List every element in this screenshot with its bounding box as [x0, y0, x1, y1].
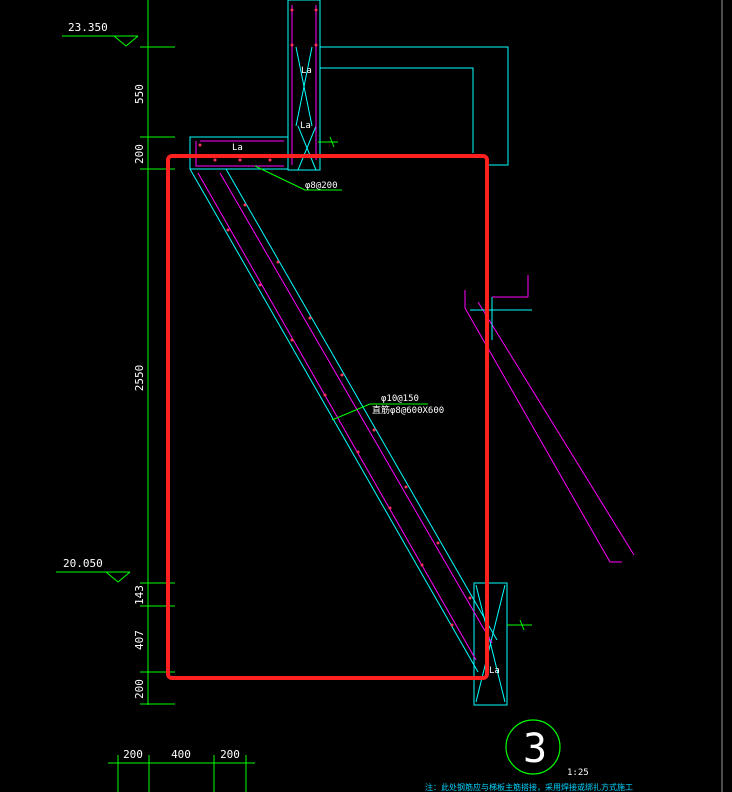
bottom-post-outline: [473, 582, 508, 706]
callout-column-marks: [318, 136, 532, 631]
stair-slab-rebar: [195, 5, 493, 661]
section-scale: 1:25: [567, 768, 589, 778]
background-stair-cyan: [470, 297, 532, 340]
callout-slab-main-label: φ10@150: [381, 394, 419, 404]
section-number: 3: [523, 726, 547, 772]
elevation-marker-top: 23.350: [62, 21, 139, 47]
anchor-la-top-2: La: [300, 121, 311, 131]
highlight-rectangle: [166, 154, 489, 680]
callout-slab-rebar: φ10@150 直筋φ8@600X600: [331, 394, 444, 421]
callout-landing-rebar: φ8@200: [254, 165, 342, 191]
dim-h-400: 400: [171, 748, 191, 761]
anchor-la-top-1: La: [301, 66, 312, 76]
landing-slab-outline: [189, 136, 288, 170]
background-stair-sketch: [464, 275, 635, 563]
dim-h-200-left: 200: [123, 748, 143, 761]
dim-h-200-right: 200: [220, 748, 240, 761]
dim-143: 143: [133, 585, 146, 605]
vertical-dim-labels: 550 200 2550 143 407 200: [133, 84, 146, 699]
dim-200-bottom: 200: [133, 679, 146, 699]
anchor-la-bottom: La: [489, 666, 500, 676]
stair-slab-outline: [189, 168, 498, 673]
callout-landing-label: φ8@200: [305, 181, 338, 191]
elevation-bottom-label: 20.050: [63, 557, 103, 570]
dim-407: 407: [133, 630, 146, 650]
dim-2550: 2550: [133, 365, 146, 392]
elevation-marker-bottom: 20.050: [56, 557, 131, 583]
dim-200-top: 200: [133, 144, 146, 164]
anchor-labels: La La La La: [232, 66, 500, 676]
dim-550: 550: [133, 84, 146, 104]
horizontal-dimension-chain: 200 400 200: [108, 748, 255, 792]
elevation-top-label: 23.350: [68, 21, 108, 34]
footer-note: 注：此处钢筋应与梯板主筋搭接，采用焊接或绑扎方式施工: [425, 782, 633, 792]
anchor-la-landing: La: [232, 143, 243, 153]
top-column-outline: [287, 0, 509, 171]
section-marker: 3 1:25: [505, 719, 589, 778]
rebar-dots: [198, 8, 472, 627]
vertical-dimension-chain: [140, 0, 175, 705]
callout-slab-tie-label: 直筋φ8@600X600: [372, 404, 444, 416]
